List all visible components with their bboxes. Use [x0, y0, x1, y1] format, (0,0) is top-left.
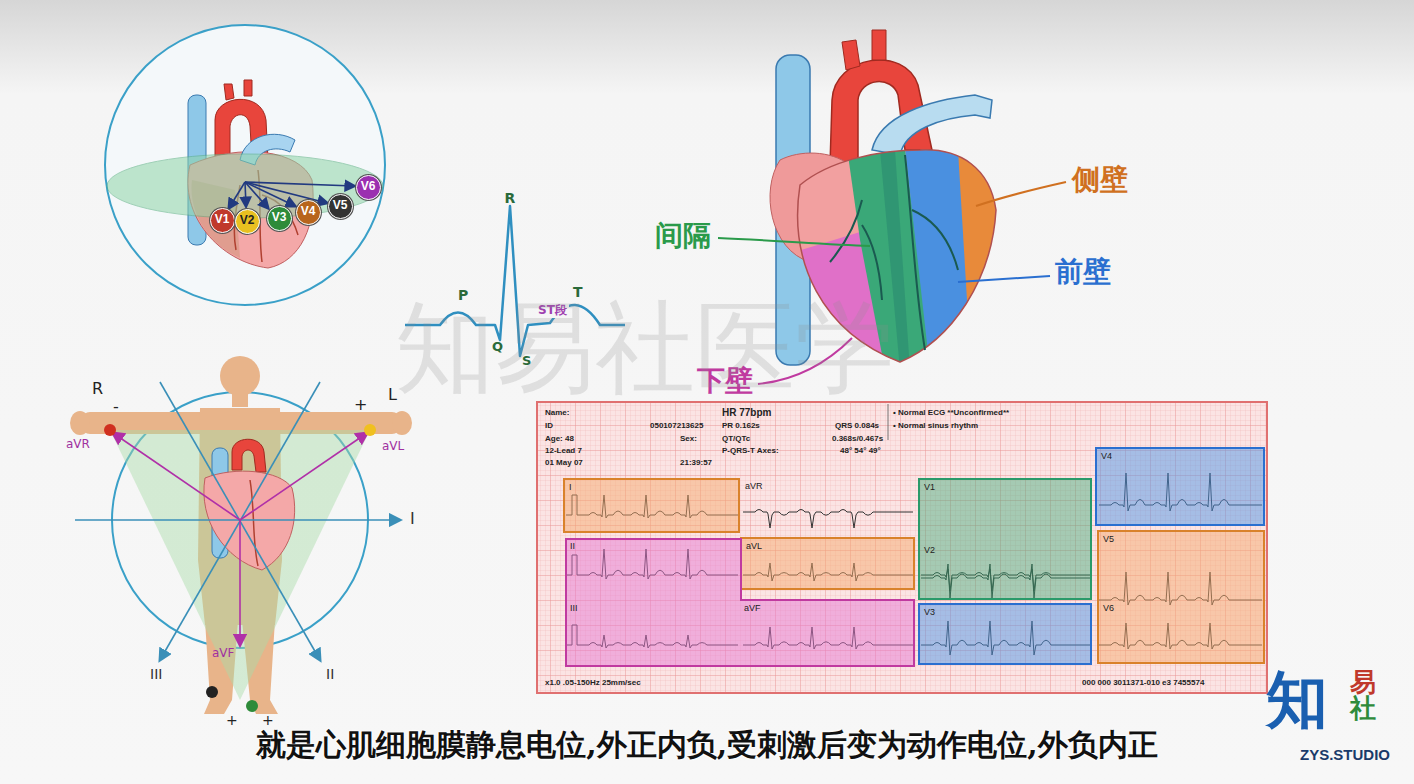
- label: ZYS.STUDIO: [1300, 746, 1390, 763]
- label: HR 77bpm: [722, 407, 771, 419]
- lead-region-outline: [565, 538, 915, 667]
- label: Name:: [545, 408, 569, 417]
- label: 知: [1266, 664, 1328, 735]
- label: 前壁: [1055, 256, 1111, 288]
- lead-region: IIIIIaVF: [565, 538, 915, 667]
- label: -: [113, 398, 119, 416]
- lead-region: V4: [1095, 447, 1265, 526]
- lead-electrode: V5: [328, 194, 353, 219]
- lead-name: aVL: [746, 542, 762, 552]
- electrode-label: V6: [361, 180, 376, 193]
- lead-region: I: [563, 478, 740, 533]
- label: • Normal ECG **Unconfirmed**: [893, 408, 1009, 417]
- label: ID: [545, 421, 553, 430]
- label: I: [410, 510, 415, 528]
- label: P-QRS-T Axes:: [722, 446, 779, 455]
- lead-electrode: V4: [296, 200, 321, 225]
- label: R: [92, 380, 103, 398]
- lead-region-shape: [566, 539, 914, 666]
- label: 社: [1350, 694, 1376, 724]
- label: x1.0 .05-150Hz 25mm/sec: [545, 678, 641, 687]
- label: aVR: [745, 481, 763, 491]
- lead-region: aVL: [740, 537, 915, 590]
- ecg-trace: [743, 510, 913, 529]
- label: +: [262, 712, 274, 728]
- label: R: [505, 190, 516, 206]
- lead-name: V5: [1103, 535, 1114, 545]
- electrode-label: V5: [333, 199, 348, 212]
- lead-name: V6: [1103, 604, 1114, 614]
- electrode-label: V1: [215, 213, 230, 226]
- lead-electrode: V2: [235, 209, 260, 234]
- lead-region: V3: [918, 603, 1092, 665]
- lead-region: V1V2: [918, 478, 1092, 600]
- label: 0.368s/0.467s: [832, 434, 883, 443]
- lead-name: V2: [924, 546, 935, 556]
- lead-name: aVF: [744, 604, 761, 614]
- lead-region: V5V6: [1097, 530, 1265, 664]
- lead-name: V3: [924, 608, 935, 618]
- label: 48° 54° 49°: [840, 446, 881, 455]
- lead-name: III: [570, 604, 578, 614]
- label: Sex:: [680, 434, 697, 443]
- label: +: [354, 396, 367, 414]
- label: 12-Lead 7: [545, 446, 582, 455]
- label: QT/QTc: [722, 434, 750, 443]
- label: • Normal sinus rhythm: [893, 421, 978, 430]
- label: II: [326, 666, 334, 682]
- electrode-label: V2: [240, 214, 255, 227]
- lead-electrode: V1: [210, 208, 235, 233]
- label: +: [226, 712, 238, 728]
- lead-name: V1: [924, 483, 935, 493]
- label: aVL: [382, 440, 404, 454]
- label: 侧壁: [1072, 164, 1128, 196]
- label: 21:39:57: [680, 458, 712, 467]
- lead-electrode: V3: [267, 206, 292, 231]
- caption: 就是心肌细胞膜静息电位,外正内负,受刺激后变为动作电位,外负内正: [256, 728, 1157, 763]
- electrode-label: V4: [301, 205, 316, 218]
- label: aVR: [66, 438, 90, 452]
- label: Age: 48: [545, 434, 574, 443]
- lead-electrode: V6: [356, 175, 381, 200]
- lead-name: I: [569, 483, 572, 493]
- lead-name: II: [570, 542, 575, 552]
- label: PR 0.162s: [722, 421, 760, 430]
- label: QRS 0.084s: [835, 421, 879, 430]
- label: III: [150, 666, 162, 682]
- label: aVF: [212, 647, 234, 661]
- lead-name: V4: [1101, 452, 1112, 462]
- label: 知易社医学: [395, 290, 895, 405]
- label: 间隔: [655, 220, 711, 252]
- label: 000 000 3011371-010 e3 7455574: [1082, 678, 1204, 687]
- electrode-label: V3: [272, 211, 287, 224]
- label: 01 May 07: [545, 458, 583, 467]
- label: 050107213625: [650, 421, 703, 430]
